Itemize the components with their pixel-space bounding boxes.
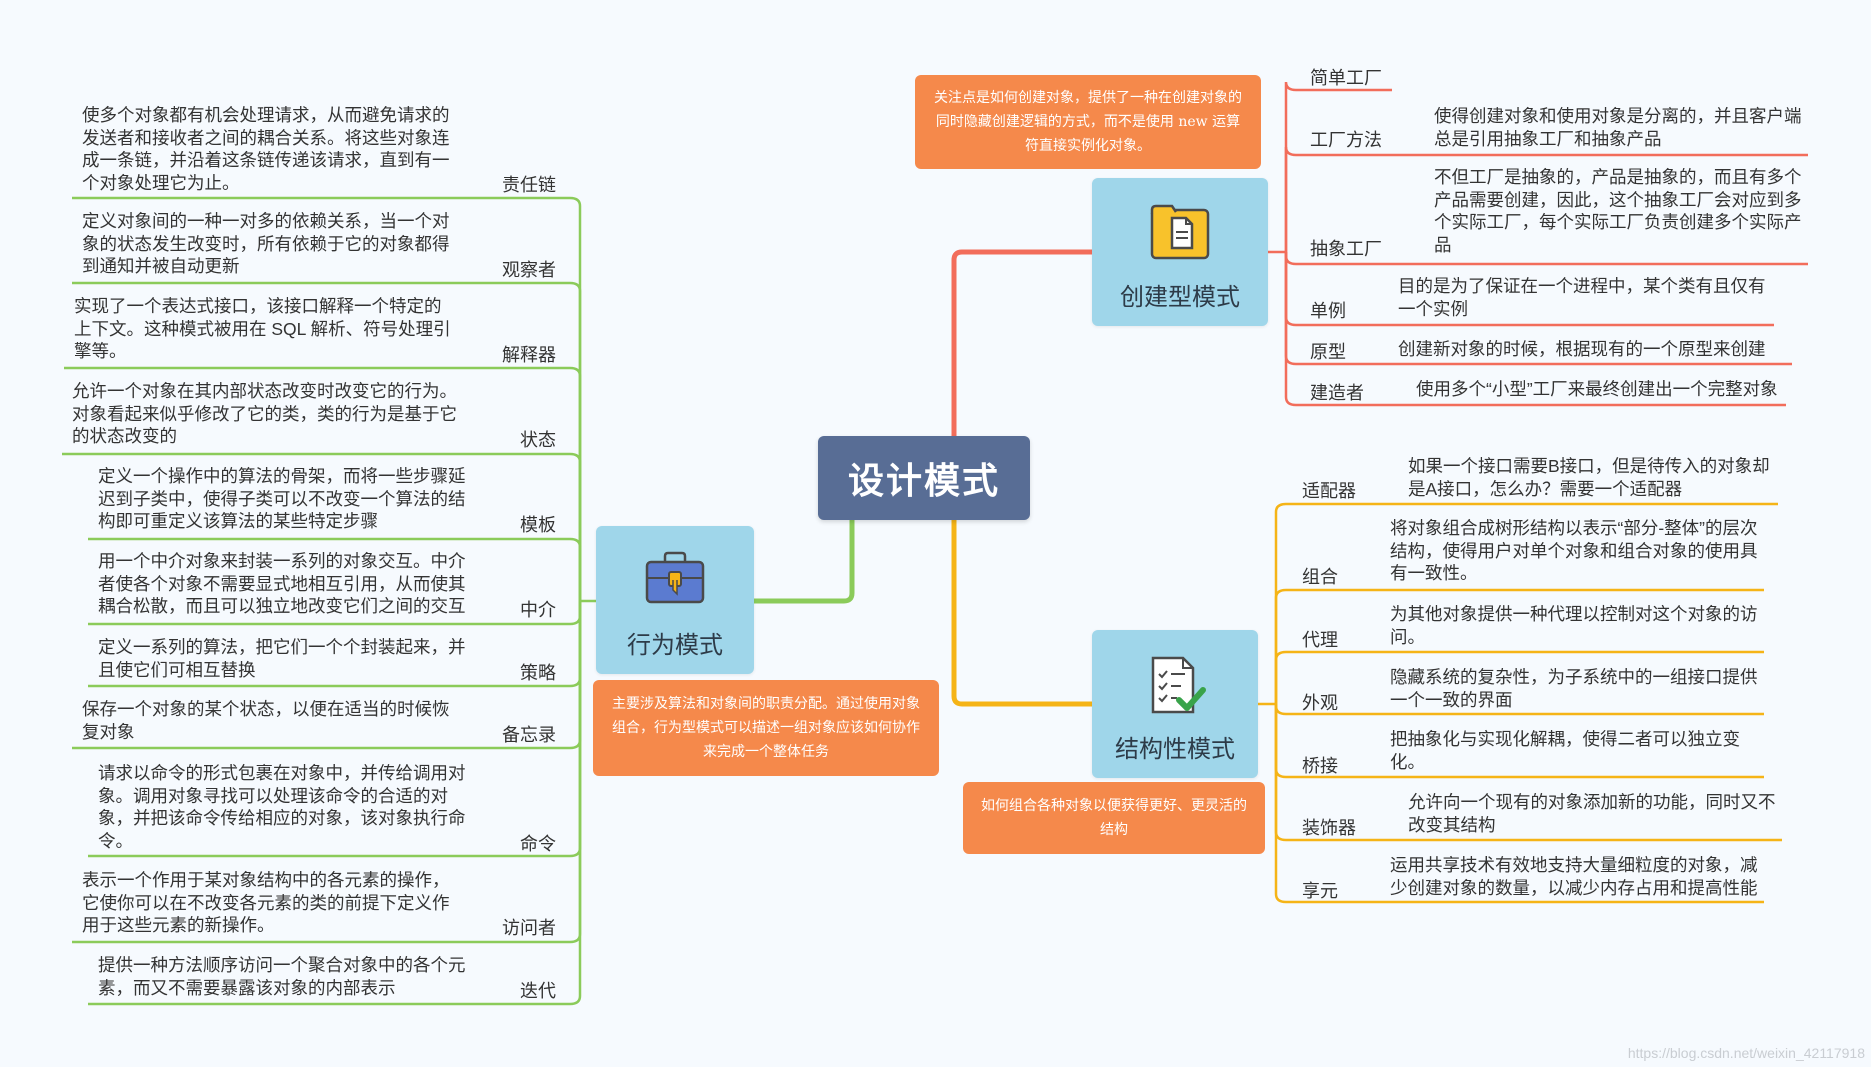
briefcase-icon <box>645 551 705 604</box>
desc-iterator: 提供一种方法顺序访问一个聚合对象中的各个元素，而又不需要暴露该对象的内部表示 <box>98 955 466 998</box>
pattern-command[interactable]: 命令 <box>520 834 556 854</box>
pattern-singleton[interactable]: 单例 <box>1310 301 1346 321</box>
desc-abstract-factory: 不但工厂是抽象的，产品是抽象的，而且有多个产品需要创建，因此，这个抽象工厂会对应… <box>1434 167 1802 255</box>
category-structural[interactable]: 结构性模式 <box>1092 630 1258 778</box>
desc-adapter: 如果一个接口需要B接口，但是待传入的对象却是A接口，怎么办？需要一个适配器 <box>1408 456 1770 499</box>
desc-builder: 使用多个“小型”工厂来最终创建出一个完整对象 <box>1416 379 1778 399</box>
category-creational-label: 创建型模式 <box>1120 284 1240 311</box>
branch-structural-2 <box>1274 650 1764 704</box>
pattern-interpreter[interactable]: 解释器 <box>502 345 556 365</box>
pattern-facade[interactable]: 外观 <box>1302 693 1338 713</box>
desc-template: 定义一个操作中的算法的骨架，而将一些步骤延迟到子类中，使得子类可以不改变一个算法… <box>98 466 466 531</box>
desc-facade: 隐藏系统的复杂性，为子系统中的一组接口提供一个一致的界面 <box>1390 667 1758 710</box>
desc-singleton: 目的是为了保证在一个进程中，某个类有且仅有一个实例 <box>1398 276 1766 319</box>
pattern-template[interactable]: 模板 <box>520 515 556 535</box>
pattern-strategy[interactable]: 策略 <box>520 663 556 683</box>
pattern-observer[interactable]: 观察者 <box>502 260 556 280</box>
desc-state: 允许一个对象在其内部状态改变时改变它的行为。对象看起来似乎修改了它的类，类的行为… <box>72 381 457 446</box>
desc-factory-method: 使得创建对象和使用对象是分离的，并且客户端总是引用抽象工厂和抽象产品 <box>1434 106 1802 149</box>
branch-structural-6 <box>1274 704 1764 904</box>
desc-command: 请求以命令的形式包裹在对象中，并传给调用对象。调用对象寻找可以处理该命令的合适的… <box>98 763 466 851</box>
root-label: 设计模式 <box>847 460 1000 501</box>
pattern-chain-of-responsibility[interactable]: 责任链 <box>502 175 556 195</box>
folder-document-icon <box>1150 204 1210 260</box>
desc-bridge: 把抽象化与实现化解耦，使得二者可以独立变化。 <box>1390 729 1740 772</box>
branch-behavioral-1 <box>72 281 582 601</box>
pattern-visitor[interactable]: 访问者 <box>502 918 556 938</box>
pattern-builder[interactable]: 建造者 <box>1310 383 1364 403</box>
desc-observer: 定义对象间的一种一对多的依赖关系，当一个对象的状态发生改变时，所有依赖于它的对象… <box>82 211 450 276</box>
desc-proxy: 为其他对象提供一种代理以控制对这个对象的访问。 <box>1390 604 1758 647</box>
desc-chain-of-responsibility: 使多个对象都有机会处理请求，从而避免请求的发送者和接收者之间的耦合关系。将这些对… <box>82 105 450 193</box>
desc-decorator: 允许向一个现有的对象添加新的功能，同时又不改变其结构 <box>1408 792 1776 835</box>
category-structural-label: 结构性模式 <box>1115 736 1235 763</box>
pattern-abstract-factory[interactable]: 抽象工厂 <box>1310 239 1382 259</box>
desc-composite: 将对象组合成树形结构以表示“部分-整体”的层次结构，使得用户对单个对象和组合对象… <box>1390 518 1758 583</box>
pattern-memento[interactable]: 备忘录 <box>502 725 556 745</box>
branch-structural-0 <box>1274 502 1778 704</box>
root-node[interactable]: 设计模式 <box>818 436 1030 520</box>
pattern-factory-method[interactable]: 工厂方法 <box>1310 130 1382 150</box>
note-creational: 关注点是如何创建对象，提供了一种在创建对象的同时隐藏创建逻辑的方式，而不是使用 … <box>915 75 1261 169</box>
desc-prototype: 创建新对象的时候，根据现有的一个原型来创建 <box>1398 339 1766 359</box>
desc-strategy: 定义一系列的算法，把它们一个个封装起来，并且使它们可相互替换 <box>98 637 466 680</box>
pattern-prototype[interactable]: 原型 <box>1310 342 1346 362</box>
checklist-icon <box>1151 656 1206 714</box>
branch-behavioral-0 <box>72 196 582 601</box>
pattern-proxy[interactable]: 代理 <box>1302 630 1338 650</box>
note-structural: 如何组合各种对象以便获得更好、更灵活的结构 <box>963 782 1265 854</box>
branch-behavioral-3 <box>62 452 582 601</box>
branch-creational-1 <box>1284 146 1808 252</box>
branch-behavioral-2 <box>64 366 582 601</box>
pattern-decorator[interactable]: 装饰器 <box>1302 818 1356 838</box>
pattern-simple-factory[interactable]: 简单工厂 <box>1310 68 1382 88</box>
desc-flyweight: 运用共享技术有效地支持大量细粒度的对象，减少创建对象的数量，以减少内存占用和提高… <box>1390 855 1758 898</box>
note-behavioral: 主要涉及算法和对象间的职责分配。通过使用对象组合，行为型模式可以描述一组对象应该… <box>593 680 939 776</box>
desc-interpreter: 实现了一个表达式接口，该接口解释一个特定的上下文。这种模式被用在 SQL 解析、… <box>74 296 451 361</box>
desc-visitor: 表示一个作用于某对象结构中的各元素的操作，它使你可以在不改变各元素的类的前提下定… <box>82 870 450 935</box>
branch-creational-0 <box>1284 81 1392 252</box>
category-behavioral-label: 行为模式 <box>627 632 723 659</box>
branch-behavioral-10 <box>88 601 582 1006</box>
category-creational[interactable]: 创建型模式 <box>1092 178 1268 326</box>
branch-behavioral-4 <box>88 537 582 601</box>
desc-mediator: 用一个中介对象来封装一系列的对象交互。中介者使各个对象不需要显式地相互引用，从而… <box>98 551 466 616</box>
desc-memento: 保存一个对象的某个状态，以便在适当的时候恢复对象 <box>82 699 450 742</box>
pattern-composite[interactable]: 组合 <box>1302 567 1338 587</box>
watermark: https://blog.csdn.net/weixin_42117918 <box>1627 1045 1865 1061</box>
pattern-iterator[interactable]: 迭代 <box>520 981 556 1001</box>
pattern-mediator[interactable]: 中介 <box>520 600 556 620</box>
pattern-adapter[interactable]: 适配器 <box>1302 481 1356 501</box>
branch-structural-1 <box>1274 588 1764 704</box>
branch-creational-5 <box>1284 252 1786 407</box>
pattern-state[interactable]: 状态 <box>520 430 556 450</box>
pattern-flyweight[interactable]: 享元 <box>1302 881 1338 901</box>
pattern-bridge[interactable]: 桥接 <box>1302 756 1338 776</box>
category-behavioral[interactable]: 行为模式 <box>596 526 754 674</box>
